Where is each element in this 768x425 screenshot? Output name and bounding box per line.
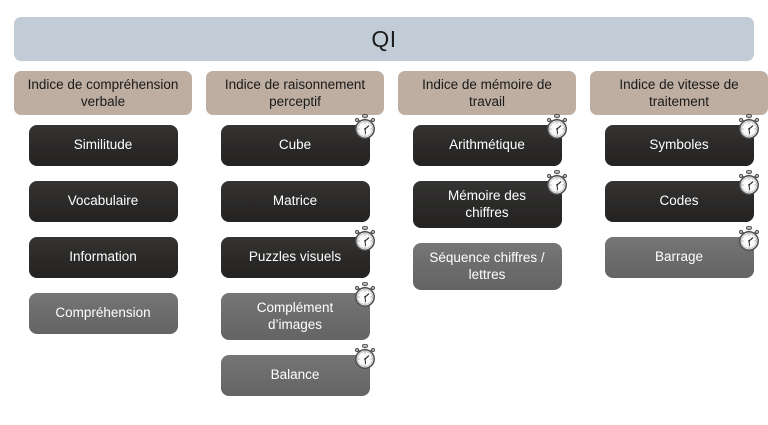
subtest-label: Similitude [73,137,133,153]
subtest-label: Puzzles visuels [248,249,342,265]
subtest-box: Symboles [604,114,759,166]
qi-banner: QI [14,17,754,61]
index-header-2: Indice de raisonnement perceptif [206,71,384,115]
subtest-box: Information [28,237,178,278]
stopwatch-icon [736,170,762,196]
subtest-box: Matrice [220,181,370,222]
subtest-label: Complément d’images [256,299,334,332]
subtest-box: Complément d’images [220,282,375,340]
index-header-1: Indice de compréhension verbale [14,71,192,115]
subtest-label: Matrice [272,193,318,209]
subtest-label: Compréhension [55,305,151,321]
subtest-box: Codes [604,170,759,222]
stopwatch-icon [352,344,378,370]
subtest-label: Barrage [654,249,704,265]
subtest-box: Similitude [28,125,178,166]
index-header-4: Indice de vitesse de traitement [590,71,768,115]
subtest-box: Compréhension [28,293,178,334]
stopwatch-icon [736,226,762,252]
subtest-label: Séquence chiffres / lettres [429,249,545,282]
subtest-label: Codes [659,193,699,209]
subtest-box: Vocabulaire [28,181,178,222]
subtest-label: Arithmétique [449,137,525,153]
index-header-3: Indice de mémoire de travail [398,71,576,115]
stopwatch-icon [544,114,570,140]
index-header-label: Indice de compréhension verbale [27,77,179,109]
subtest-label: Symboles [649,137,709,153]
index-header-label: Indice de mémoire de travail [422,77,552,109]
index-header-label: Indice de vitesse de traitement [619,77,739,109]
subtest-box: Cube [220,114,375,166]
subtest-box: Séquence chiffres / lettres [412,243,562,290]
index-header-label: Indice de raisonnement perceptif [224,77,366,109]
subtest-label: Mémoire des chiffres [447,187,527,220]
subtest-label: Cube [278,137,312,153]
subtest-box: Arithmétique [412,114,567,166]
subtest-label: Balance [270,367,320,383]
subtest-box: Balance [220,344,375,396]
qi-title: QI [371,25,397,52]
stopwatch-icon [736,114,762,140]
stopwatch-icon [352,226,378,252]
subtest-box: Barrage [604,226,759,278]
subtest-box: Puzzles visuels [220,226,375,278]
subtest-label: Information [69,249,137,265]
subtest-box: Mémoire des chiffres [412,170,567,228]
stopwatch-icon [352,114,378,140]
subtest-label: Vocabulaire [67,193,139,209]
